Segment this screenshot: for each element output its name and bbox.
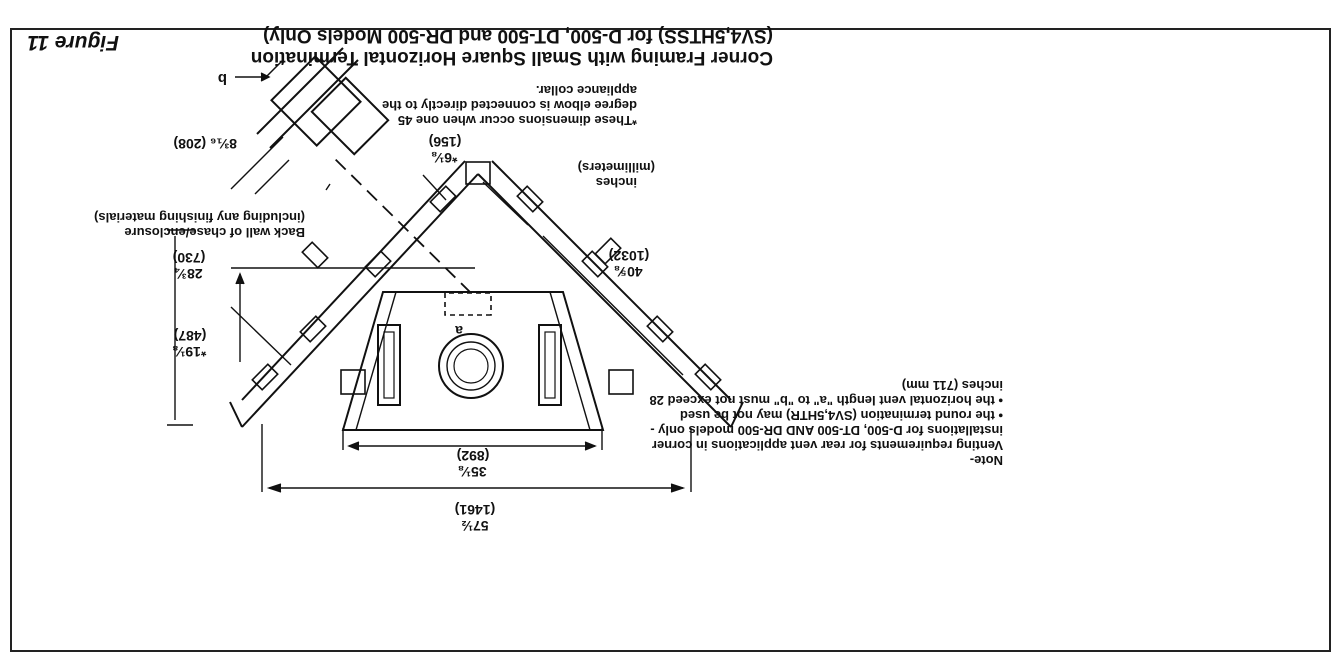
footnote-line: appliance collar. — [535, 83, 637, 98]
dim-top-inner-mm: (892) — [456, 448, 490, 464]
note-line: • the round termination (SV4,5HTR) may n… — [679, 408, 1003, 423]
dim-top-inner-label: 35⅛ (892) — [441, 448, 505, 480]
dim-diagonal-mm: (1032) — [608, 248, 650, 264]
notes-block: Note- Venting requirements for rear vent… — [649, 378, 1003, 468]
vent-path — [332, 156, 472, 294]
dim-side-total-in: 28¾ — [175, 266, 203, 282]
figure-title-line2: (SV4,5HTSS) for D-500, DT-500 and DR-500… — [263, 25, 773, 46]
dim-top-inner — [342, 428, 603, 451]
dim-diagonal-label: 40⅝ (1032) — [597, 248, 661, 280]
footnote-line: *These dimensions occur when one 45 — [397, 113, 637, 128]
dim-gap-label: *6⅛ (156) — [413, 134, 477, 166]
back-wall-text: Back wall of chase/enclosure — [124, 225, 305, 240]
dim-top-inner-in: 35⅛ — [459, 464, 487, 480]
dim-top-overall-label: 57½ (1461) — [443, 502, 507, 534]
stove-outline — [341, 291, 605, 431]
dim-side-partial-label: *19⅛ (487) — [157, 328, 223, 360]
footnote-line: degree elbow is connected directly to th… — [381, 98, 637, 113]
point-a-label: a — [455, 323, 463, 339]
note-head: Note- — [969, 453, 1003, 468]
dim-top-overall-in: 57½ — [461, 518, 489, 534]
dim-termination — [230, 136, 290, 195]
back-wall-label: Back wall of chase/enclosure (including … — [94, 210, 305, 240]
dim-side-total-label: 28¾ (730) — [157, 250, 221, 282]
dim-side — [167, 229, 475, 426]
left-wall-framing — [477, 160, 744, 428]
footnote-block: *These dimensions occur when one 45 degr… — [382, 83, 637, 128]
figure-label: Figure 11 — [27, 31, 119, 54]
units-mm: (millimeters) — [577, 160, 655, 175]
note-line: installations for D-500, DT-500 AND DR-5… — [650, 423, 1003, 438]
stove-vent-right — [377, 324, 401, 406]
units-legend: inches (millimeters) — [578, 160, 655, 190]
termination-cap — [256, 47, 390, 156]
back-wall-subtext: (including any finishing materials) — [94, 210, 305, 225]
figure-border — [10, 28, 1331, 652]
dim-top-overall — [261, 424, 692, 493]
studs — [251, 161, 722, 395]
back-wall-leader — [230, 306, 292, 366]
note-line: inches (711 mm) — [901, 378, 1003, 393]
stove-vent-left — [538, 324, 562, 406]
dim-top-overall-mm: (1461) — [454, 502, 496, 518]
flue-collar — [438, 333, 504, 399]
dim-side-total-mm: (730) — [172, 250, 206, 266]
dim-side-partial-in: *19⅛ — [173, 344, 207, 360]
elbow-a — [444, 292, 492, 316]
dim-diagonal — [482, 181, 684, 376]
note-line: Venting requirements for rear vent appli… — [651, 438, 1003, 453]
dim-termination-label: 8³⁄₁₆ (208) — [173, 136, 237, 152]
note-line: • the horizontal vent length "a" to "b" … — [649, 393, 1003, 408]
dim-gap-in: *6⅛ — [432, 150, 458, 166]
figure-title: Corner Framing with Small Square Horizon… — [250, 47, 773, 68]
units-inches: inches — [595, 175, 637, 190]
dim-side-partial-mm: (487) — [173, 328, 207, 344]
point-b-label: b — [217, 70, 227, 87]
right-wall-framing — [229, 160, 479, 428]
dim-gap-mm: (156) — [428, 134, 462, 150]
dim-diagonal-in: 40⅝ — [615, 264, 643, 280]
